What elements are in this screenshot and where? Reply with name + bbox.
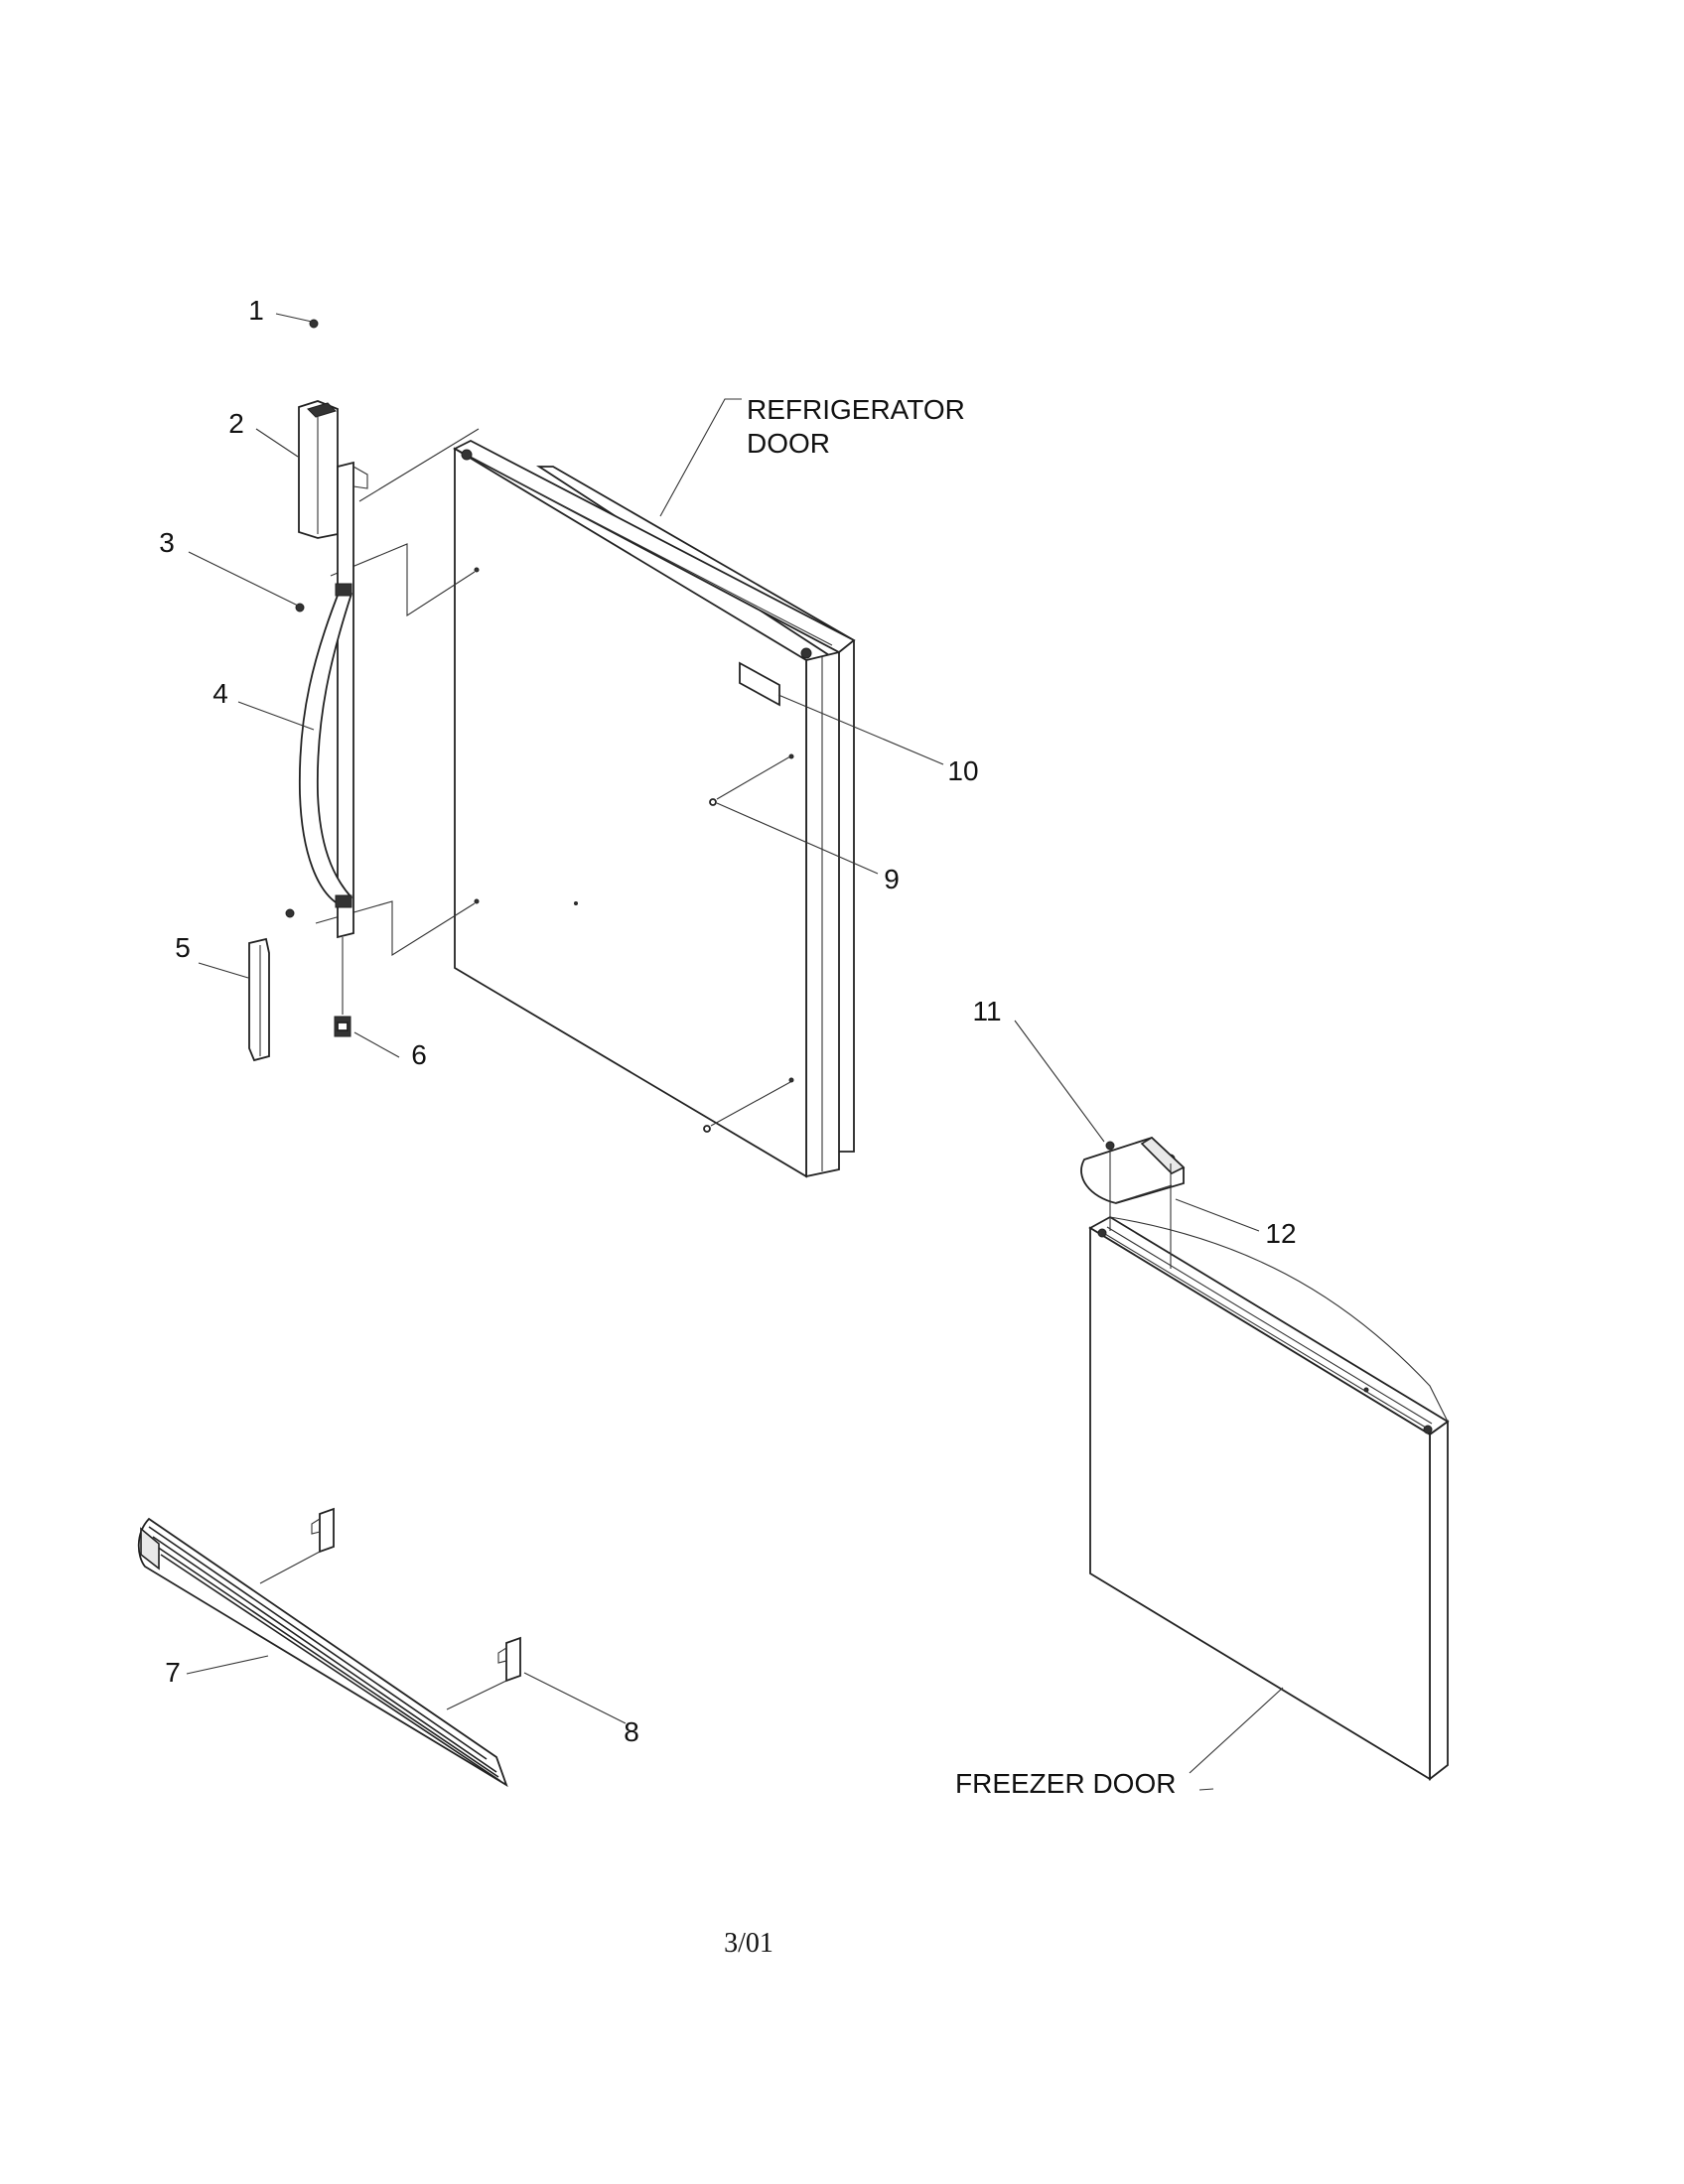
callout-8: 8 [624, 1716, 639, 1747]
callout-3: 3 [159, 527, 175, 558]
refrigerator-door [315, 428, 856, 1178]
toe-grille [137, 1507, 521, 1788]
callout-9: 9 [884, 864, 900, 894]
assembly-labels: REFRIGERATOR DOOR FREEZER DOOR [747, 394, 1214, 1799]
callout-6: 6 [411, 1039, 427, 1070]
callout-11: 11 [972, 996, 1001, 1026]
callout-4: 4 [212, 678, 228, 709]
handle-assembly [248, 319, 368, 1062]
freezer-door-label: FREEZER DOOR [955, 1768, 1176, 1799]
callout-numbers: 1 2 3 4 5 6 7 8 9 10 11 12 [159, 295, 1296, 1747]
refrigerator-door-label-line1: REFRIGERATOR [747, 394, 965, 425]
refrigerator-door-label-line2: DOOR [747, 428, 830, 459]
callout-7: 7 [165, 1657, 181, 1688]
revision-date: 3/01 [724, 1928, 773, 1959]
freezer-door [1080, 1136, 1450, 1781]
callout-2: 2 [228, 408, 244, 439]
leader-lines [186, 313, 1284, 1774]
callout-5: 5 [175, 932, 191, 963]
callout-1: 1 [248, 295, 264, 326]
callout-10: 10 [947, 755, 978, 786]
callout-12: 12 [1265, 1218, 1296, 1249]
